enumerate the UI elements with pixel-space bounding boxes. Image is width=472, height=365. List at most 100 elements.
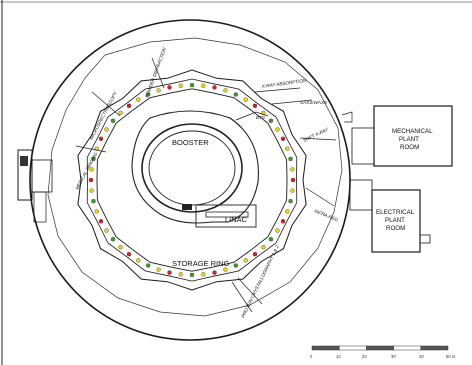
ring-magnet bbox=[288, 198, 293, 204]
ring-magnet bbox=[126, 103, 132, 108]
ring-magnet bbox=[146, 263, 151, 268]
ring-magnet bbox=[126, 252, 132, 257]
storage-ring-label: STORAGE RING bbox=[172, 259, 230, 268]
electrical-room-label-2: PLANT bbox=[385, 217, 405, 224]
ring-magnet bbox=[104, 228, 109, 233]
scale-tick-20: 20 bbox=[362, 354, 367, 359]
entrance-detail bbox=[20, 156, 28, 166]
ring-magnet bbox=[285, 146, 290, 151]
beamline-saxs-waxs: SAXS/WAXS bbox=[300, 100, 328, 105]
experimental-hall-outline bbox=[47, 37, 343, 317]
ring-magnet bbox=[285, 209, 290, 214]
ring-magnet bbox=[243, 97, 248, 102]
beamline-powder-diffraction: POWDER DIFFRACTION bbox=[144, 46, 167, 98]
ring-magnet bbox=[89, 167, 94, 172]
scale-tick-10: 10 bbox=[336, 354, 341, 359]
ring-magnet bbox=[136, 97, 141, 102]
ring-magnet bbox=[212, 270, 217, 275]
ring-magnet bbox=[98, 136, 104, 141]
scale-segment bbox=[338, 345, 367, 351]
bts-transfer-line bbox=[235, 111, 269, 121]
storage-ring-wall-2 bbox=[86, 78, 298, 282]
ring-magnet bbox=[98, 219, 104, 224]
ring-magnet bbox=[178, 272, 183, 277]
scale-segment bbox=[393, 345, 422, 351]
linac-hall bbox=[195, 204, 257, 228]
ring-magnet bbox=[91, 198, 96, 204]
storage-ring-wall-1 bbox=[77, 69, 307, 291]
ring-magnet bbox=[268, 118, 274, 123]
ring-magnet bbox=[118, 244, 123, 250]
ring-magnet bbox=[178, 83, 183, 88]
electrical-corridor bbox=[349, 179, 373, 211]
booster-hall-wall bbox=[131, 110, 259, 224]
ring-magnet bbox=[104, 127, 109, 132]
beamline-xray-absorption: X-RAY ABSORPTION bbox=[260, 78, 307, 89]
bts-label: BTS bbox=[256, 115, 266, 120]
mechanical-annex bbox=[351, 127, 375, 165]
scale-segment bbox=[366, 345, 394, 351]
ring-magnet bbox=[212, 85, 217, 90]
electrical-annex bbox=[419, 234, 431, 244]
mechanical-room-label-2: PLANT bbox=[399, 136, 419, 143]
ring-magnet bbox=[201, 83, 206, 88]
mechanical-room-label-1: MECHANICAL bbox=[392, 128, 433, 135]
ring-magnet bbox=[290, 167, 295, 172]
beamline-soft-xray: SOFT X-RAY bbox=[302, 126, 330, 142]
scale-tick-50: 50 m bbox=[446, 354, 456, 359]
linac-gun bbox=[182, 204, 192, 210]
beamline-protein-crystallography: PROTEIN CRYSTALLOGRAPHY 1 & 2 bbox=[240, 244, 280, 318]
ring-magnet bbox=[223, 88, 228, 93]
entry-stair bbox=[341, 111, 353, 123]
electrical-room-label-3: ROOM bbox=[386, 225, 405, 232]
ring-magnet bbox=[280, 219, 286, 224]
ring-magnet bbox=[252, 252, 258, 257]
beamline-lines bbox=[75, 57, 337, 313]
scale-bar: 0 10 20 30 40 50 m bbox=[310, 345, 456, 359]
ring-magnet bbox=[167, 85, 172, 90]
ring-magnet bbox=[288, 156, 293, 162]
ring-magnet bbox=[268, 237, 274, 242]
ring-magnet bbox=[201, 272, 206, 277]
beamline-infra-red: INFRA-RED bbox=[314, 208, 340, 222]
ring-magnet bbox=[290, 188, 295, 193]
ring-magnet bbox=[189, 272, 195, 278]
ring-magnet bbox=[252, 103, 258, 108]
scale-tick-30: 30 bbox=[391, 354, 396, 359]
ring-magnet bbox=[91, 156, 96, 162]
booster-label: BOOSTER bbox=[172, 138, 209, 147]
ring-magnet bbox=[146, 92, 151, 97]
ring-magnet bbox=[89, 188, 94, 193]
ring-magnet bbox=[275, 127, 280, 132]
scale-tick-0: 0 bbox=[310, 354, 313, 359]
ring-magnet bbox=[110, 237, 116, 242]
storage-ring-magnets bbox=[88, 82, 296, 278]
ring-magnet bbox=[243, 258, 248, 263]
ring-magnet bbox=[118, 110, 123, 116]
ring-magnet bbox=[88, 177, 94, 183]
ring-magnet bbox=[290, 177, 296, 183]
scale-segment bbox=[311, 345, 340, 351]
ring-magnet bbox=[110, 118, 116, 123]
storage-ring-walls bbox=[77, 69, 307, 291]
booster-ring bbox=[141, 123, 243, 213]
storage-ring-wall-3 bbox=[96, 88, 288, 272]
mechanical-room-label-3: ROOM bbox=[400, 144, 419, 151]
ring-magnet bbox=[280, 136, 286, 141]
ring-magnet bbox=[94, 209, 99, 214]
ring-magnet bbox=[275, 228, 280, 233]
ring-magnet bbox=[233, 92, 238, 97]
ring-magnet bbox=[136, 258, 141, 263]
linac-tube bbox=[205, 211, 249, 218]
scale-tick-40: 40 bbox=[419, 354, 424, 359]
ring-magnet bbox=[189, 82, 195, 88]
ring-magnet bbox=[167, 270, 172, 275]
entrance-corridor bbox=[33, 191, 47, 223]
linac-label: LINAC bbox=[225, 215, 248, 224]
ring-magnet bbox=[156, 88, 161, 93]
electrical-room-label-1: ELECTRICAL bbox=[376, 209, 415, 216]
scale-segment bbox=[420, 345, 449, 351]
ring-magnet bbox=[261, 244, 266, 250]
